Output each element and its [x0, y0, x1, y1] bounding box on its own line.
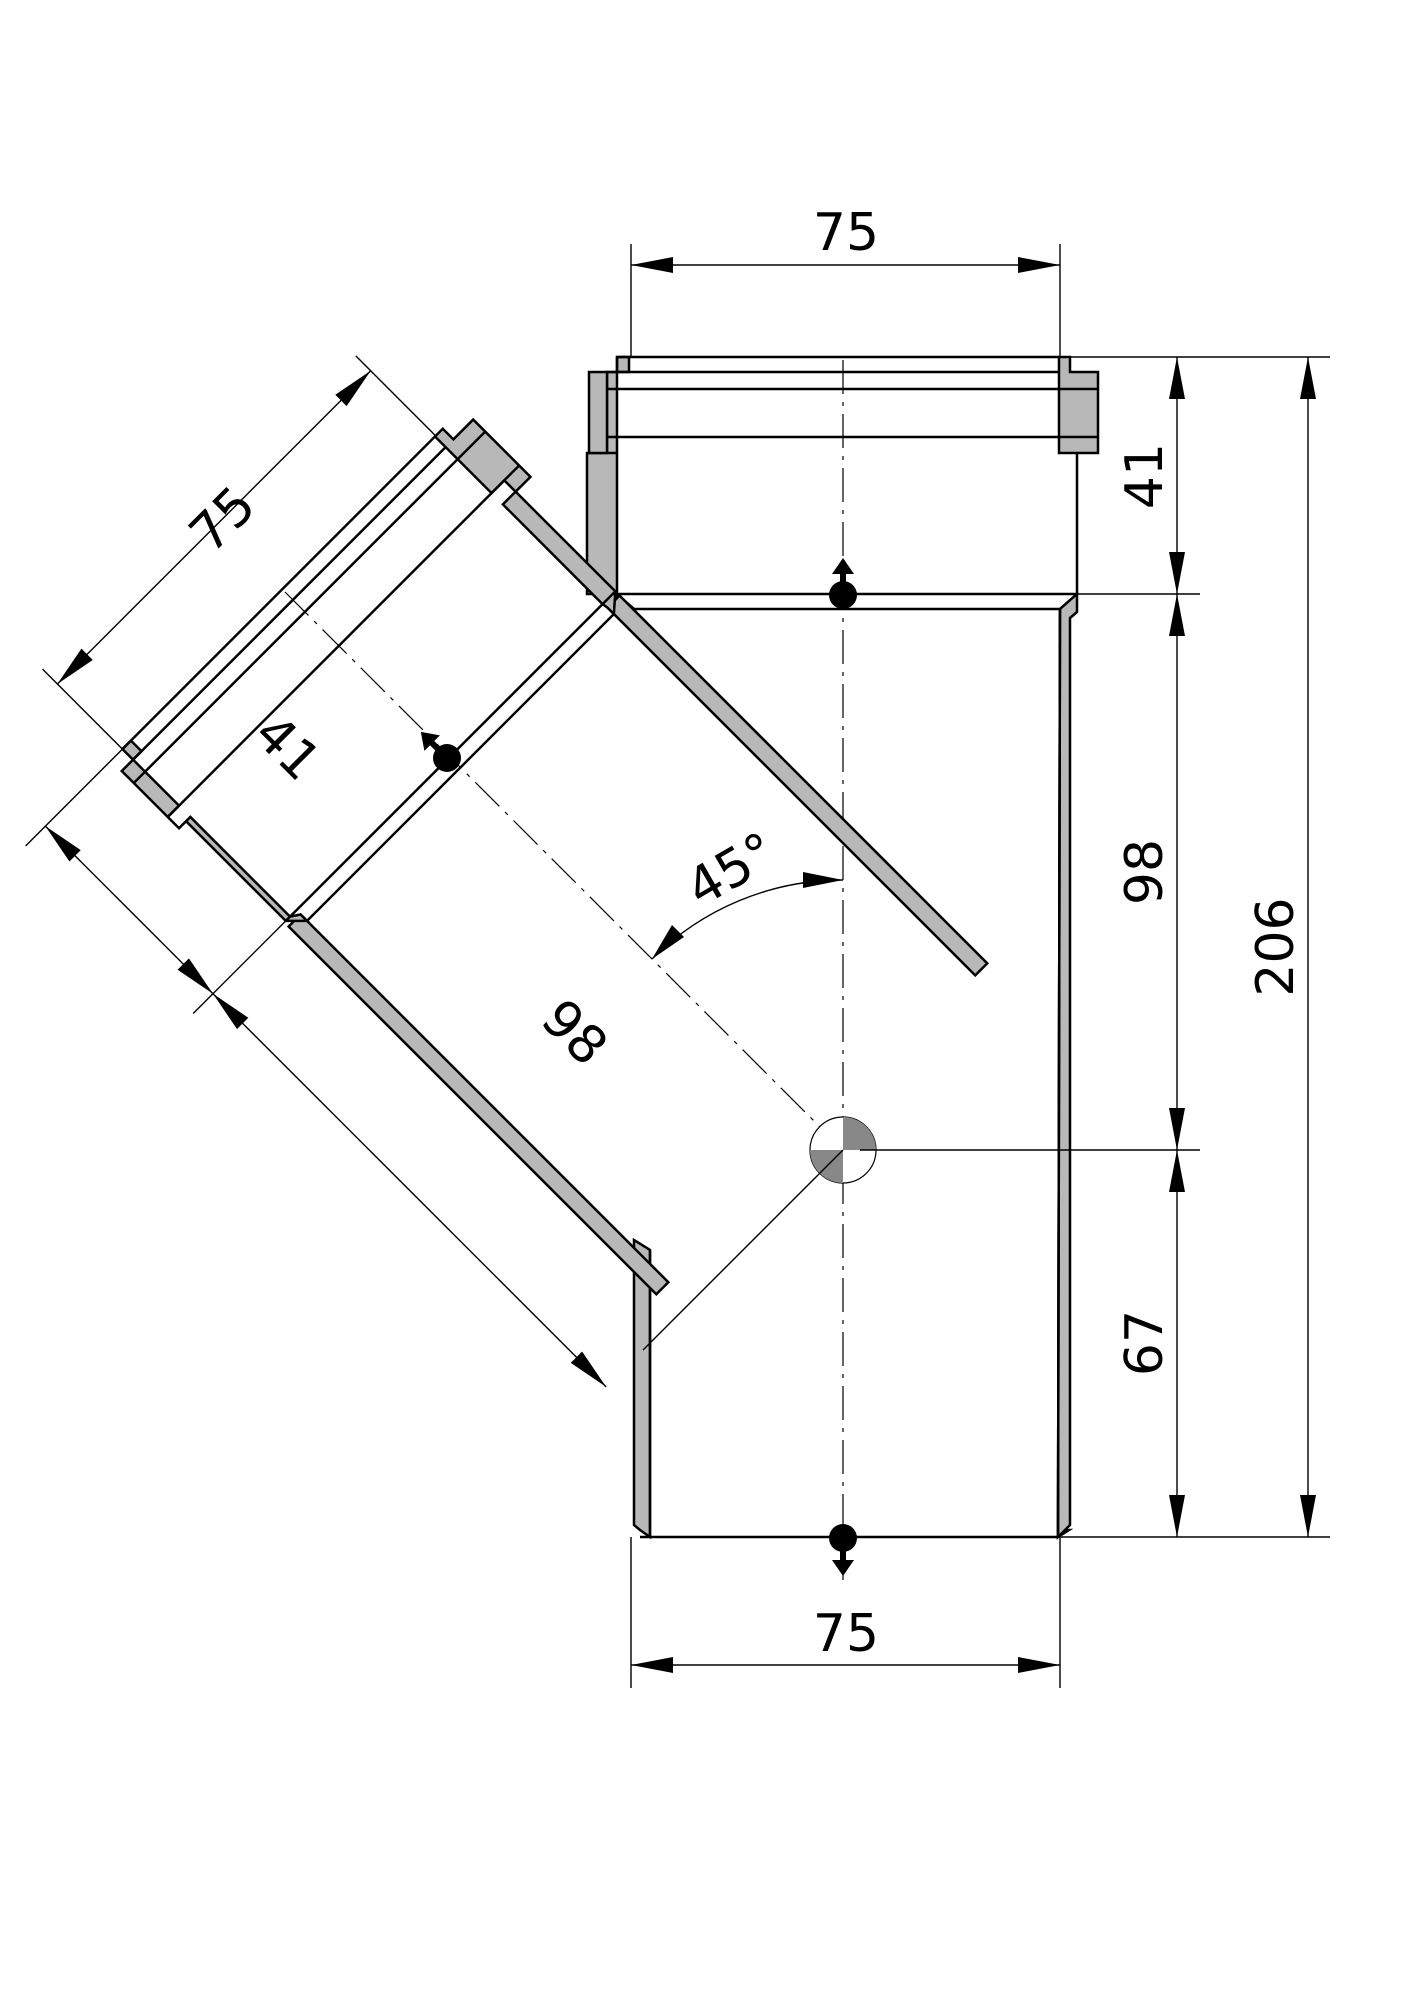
branch-left-wall — [286, 912, 671, 1297]
branch-socket-top — [121, 435, 436, 750]
dim-branch-angle: 45° — [677, 821, 787, 919]
branch-socket-step — [306, 613, 615, 922]
main-left-lower-wall — [632, 1237, 652, 1540]
dimension-labels: 75 75 41 98 67 206 75 41 98 45° — [178, 203, 1306, 1664]
branch-right-wall — [605, 593, 990, 978]
flow-dot-top — [829, 581, 857, 609]
branch-socket-line-1 — [132, 446, 447, 761]
flow-arrow-branch-stem — [428, 739, 443, 754]
branch-axis — [284, 591, 844, 1151]
center-lines — [284, 360, 844, 1580]
main-left-socket-lip — [587, 357, 619, 455]
branch-socket-line-3 — [166, 464, 521, 818]
flow-markers — [420, 558, 857, 1576]
dim-branch-length: 98 — [529, 988, 618, 1077]
main-right-inner — [1056, 608, 1062, 1538]
dim-bottom-width: 75 — [813, 1604, 879, 1664]
dim-lower-length: 67 — [1115, 1310, 1175, 1376]
flow-arrow-top-stem — [840, 572, 846, 586]
dimension-lines — [25, 244, 1330, 1688]
branch-pipe — [119, 417, 990, 1297]
dim-overall-height: 206 — [1246, 897, 1306, 996]
dim-upper-length: 98 — [1115, 839, 1175, 905]
dim-top-width: 75 — [813, 203, 879, 263]
flow-arrow-bottom-stem — [840, 1548, 846, 1562]
flow-dot-bottom — [829, 1524, 857, 1552]
dim-socket-depth-branch: 41 — [242, 703, 331, 792]
flow-arrow-branch-icon — [420, 731, 440, 751]
flow-arrow-top-icon — [832, 558, 854, 574]
branch-socket-line-2 — [132, 430, 487, 784]
flow-arrow-bottom-icon — [832, 1560, 854, 1576]
dim-socket-depth-main: 41 — [1115, 443, 1175, 509]
dim-branch-width: 75 — [178, 475, 267, 564]
